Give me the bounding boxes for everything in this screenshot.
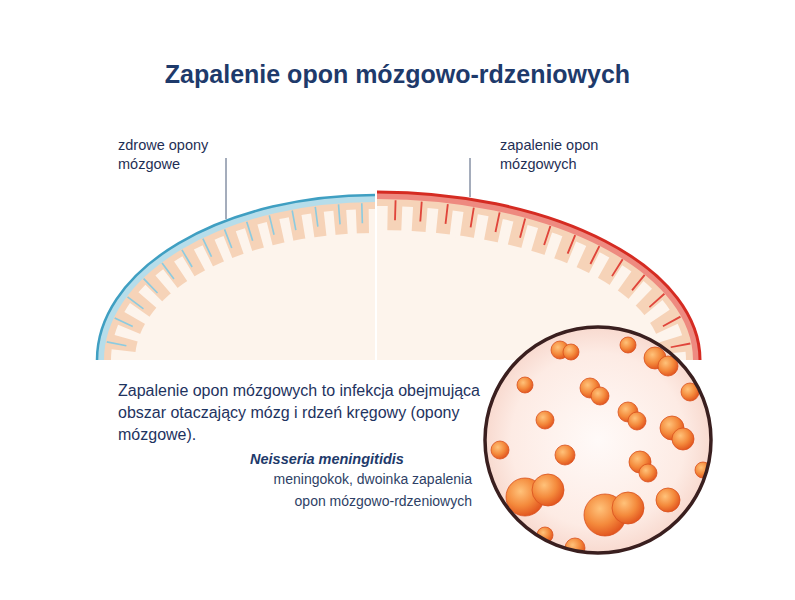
bacterium	[656, 488, 680, 512]
bacterium	[672, 428, 694, 450]
bacterium	[563, 344, 579, 360]
gyri	[124, 222, 375, 360]
title: Zapalenie opon mózgowo-rdzeniowych	[0, 60, 795, 89]
healthy-hemisphere	[97, 195, 375, 360]
meninges-band	[101, 199, 376, 361]
region-label: zapalenie opon mózgowych	[500, 136, 618, 174]
inflamed-hemisphere	[377, 192, 700, 360]
species-name: Neisseria meningitidis	[250, 449, 474, 469]
region-label: zdrowe opony mózgowe	[118, 136, 236, 174]
leader-line	[226, 158, 227, 219]
sulci	[115, 213, 375, 360]
bacterium	[555, 445, 575, 465]
magnified-view	[485, 327, 711, 558]
bacterium	[517, 377, 533, 393]
cortex	[97, 195, 375, 360]
species-note: meningokok, dwoinka zapalenia opon mózgo…	[246, 468, 472, 512]
leader-line	[470, 158, 471, 197]
meninges-outline	[97, 195, 375, 360]
meninges-band	[377, 196, 697, 361]
cortex	[377, 192, 700, 360]
bacterium	[620, 337, 636, 353]
gyri	[377, 219, 673, 360]
lens-background	[485, 327, 711, 553]
bacterium	[628, 412, 646, 430]
bacterium	[612, 492, 644, 524]
meninges-outline	[377, 192, 700, 360]
bacterium	[639, 464, 657, 482]
bacterium	[536, 411, 554, 429]
lens-border	[485, 327, 711, 553]
bacterium	[591, 387, 609, 405]
description: Zapalenie opon mózgowych to infekcja obe…	[118, 380, 480, 446]
bacterium	[491, 441, 509, 459]
bacterium	[532, 474, 564, 506]
